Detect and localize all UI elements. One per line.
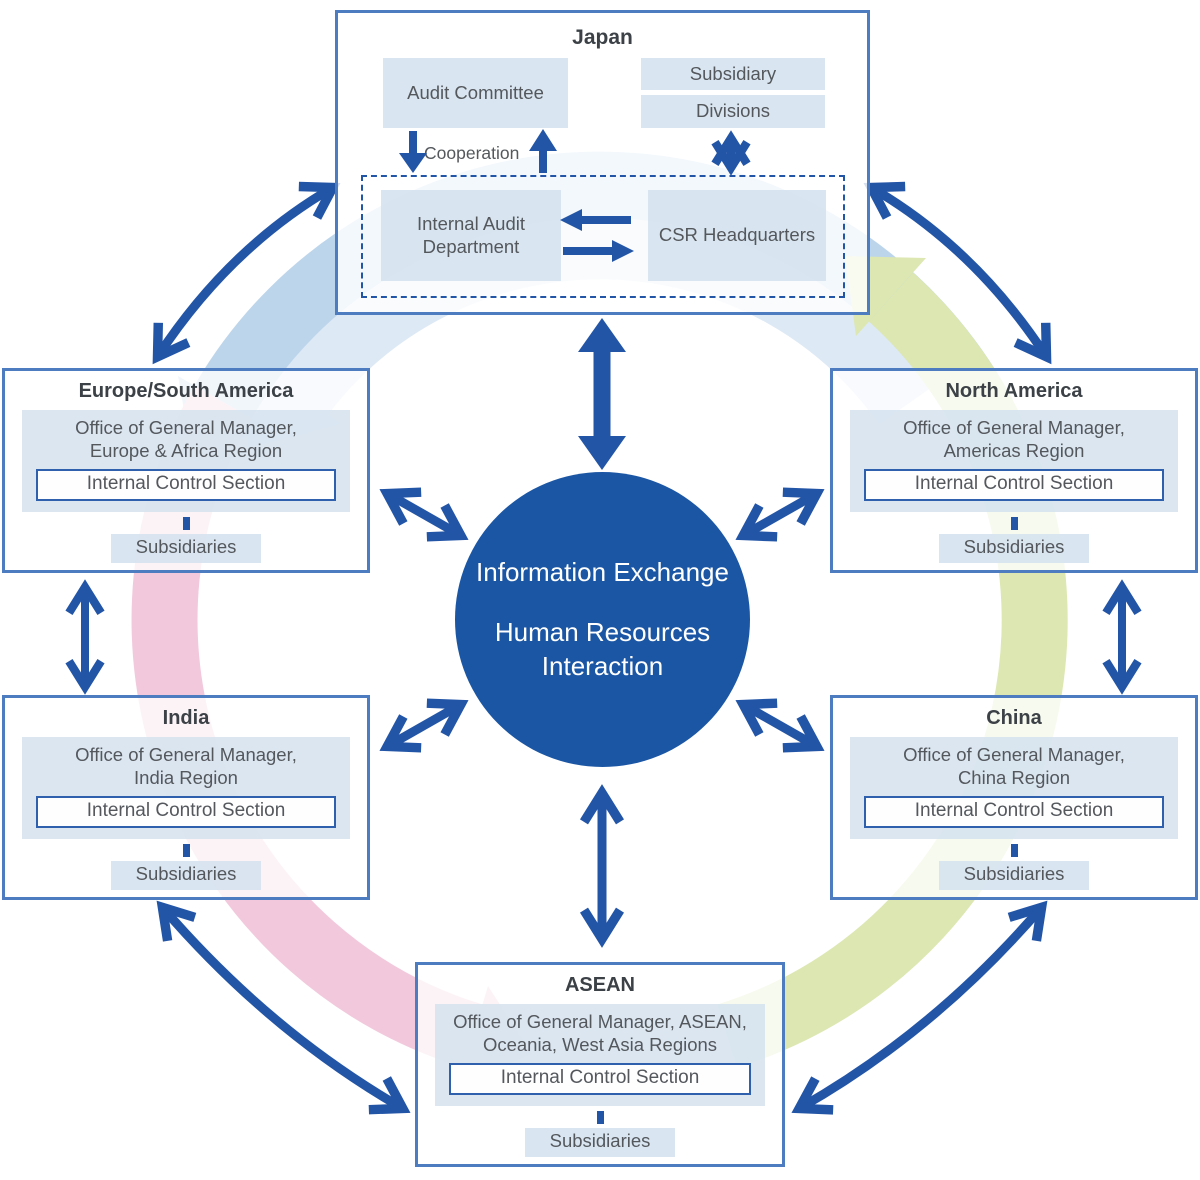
- audit-committee-box: Audit Committee: [383, 58, 568, 128]
- europe-south-america-box: Europe/South America Office of General M…: [2, 368, 370, 573]
- arrow-china-asean: [791, 900, 1048, 1115]
- india-connector-tick: [182, 844, 190, 858]
- india-box: India Office of General Manager, India R…: [2, 695, 370, 900]
- japan-box: Japan Audit Committee Subsidiary Divisio…: [335, 10, 870, 315]
- subsidiary-box: Subsidiary: [641, 58, 825, 90]
- europe-panel: Office of General Manager, Europe & Afri…: [22, 410, 350, 513]
- north-america-connector-tick: [1010, 517, 1018, 531]
- europe-title: Europe/South America: [78, 380, 294, 402]
- europe-internal-control-section: Internal Control Section: [36, 469, 336, 502]
- japan-title: Japan: [572, 26, 633, 49]
- asean-internal-control-section: Internal Control Section: [449, 1063, 751, 1096]
- north-america-box: North America Office of General Manager,…: [830, 368, 1198, 573]
- china-panel: Office of General Manager, China Region …: [850, 737, 1178, 840]
- europe-office-label: Office of General Manager, Europe & Afri…: [75, 417, 297, 461]
- china-subsidiaries-box: Subsidiaries: [938, 861, 1090, 891]
- north-america-title: North America: [945, 380, 1083, 402]
- center-hub-line2: Human Resources Interaction: [494, 617, 711, 681]
- asean-title: ASEAN: [564, 974, 635, 996]
- asean-office-label: Office of General Manager, ASEAN, Oceani…: [453, 1011, 747, 1055]
- arrow-north-america-hub: [735, 487, 825, 542]
- arrow-japan-hub: [578, 318, 626, 470]
- arrow-audit-to-dashed: [399, 131, 427, 173]
- north-america-office-label: Office of General Manager, Americas Regi…: [903, 417, 1125, 461]
- csr-headquarters-box: CSR Headquarters: [648, 190, 826, 281]
- china-box: China Office of General Manager, China R…: [830, 695, 1198, 900]
- europe-connector-tick: [182, 517, 190, 531]
- north-america-panel: Office of General Manager, Americas Regi…: [850, 410, 1178, 513]
- india-panel: Office of General Manager, India Region …: [22, 737, 350, 840]
- china-office-label: Office of General Manager, China Region: [903, 744, 1125, 788]
- internal-audit-department-box: Internal Audit Department: [381, 190, 561, 281]
- arrow-europe-hub: [379, 487, 469, 542]
- north-america-subsidiaries-box: Subsidiaries: [938, 534, 1090, 564]
- asean-panel: Office of General Manager, ASEAN, Oceani…: [435, 1004, 765, 1107]
- arrow-china-hub: [735, 698, 825, 753]
- asean-subsidiaries-box: Subsidiaries: [524, 1128, 676, 1158]
- europe-subsidiaries-box: Subsidiaries: [110, 534, 262, 564]
- asean-box: ASEAN Office of General Manager, ASEAN, …: [415, 962, 785, 1167]
- arrow-india-asean: [156, 900, 411, 1115]
- china-connector-tick: [1010, 844, 1018, 858]
- india-subsidiaries-box: Subsidiaries: [110, 861, 262, 891]
- india-internal-control-section: Internal Control Section: [36, 796, 336, 829]
- asean-connector-tick: [596, 1111, 604, 1125]
- center-hub: Information Exchange Human Resources Int…: [455, 472, 750, 767]
- china-internal-control-section: Internal Control Section: [864, 796, 1164, 829]
- china-title: China: [986, 707, 1042, 729]
- center-hub-line1: Information Exchange: [476, 557, 729, 588]
- arrow-india-hub: [379, 698, 469, 753]
- cooperation-label: Cooperation: [424, 143, 520, 163]
- arrow-japan-north-america: [863, 181, 1052, 365]
- arrow-japan-europe: [152, 181, 341, 365]
- divisions-box: Divisions: [641, 95, 825, 128]
- india-office-label: Office of General Manager, India Region: [75, 744, 297, 788]
- arrow-dashed-to-audit: [529, 129, 557, 173]
- north-america-internal-control-section: Internal Control Section: [864, 469, 1164, 502]
- india-title: India: [162, 707, 210, 729]
